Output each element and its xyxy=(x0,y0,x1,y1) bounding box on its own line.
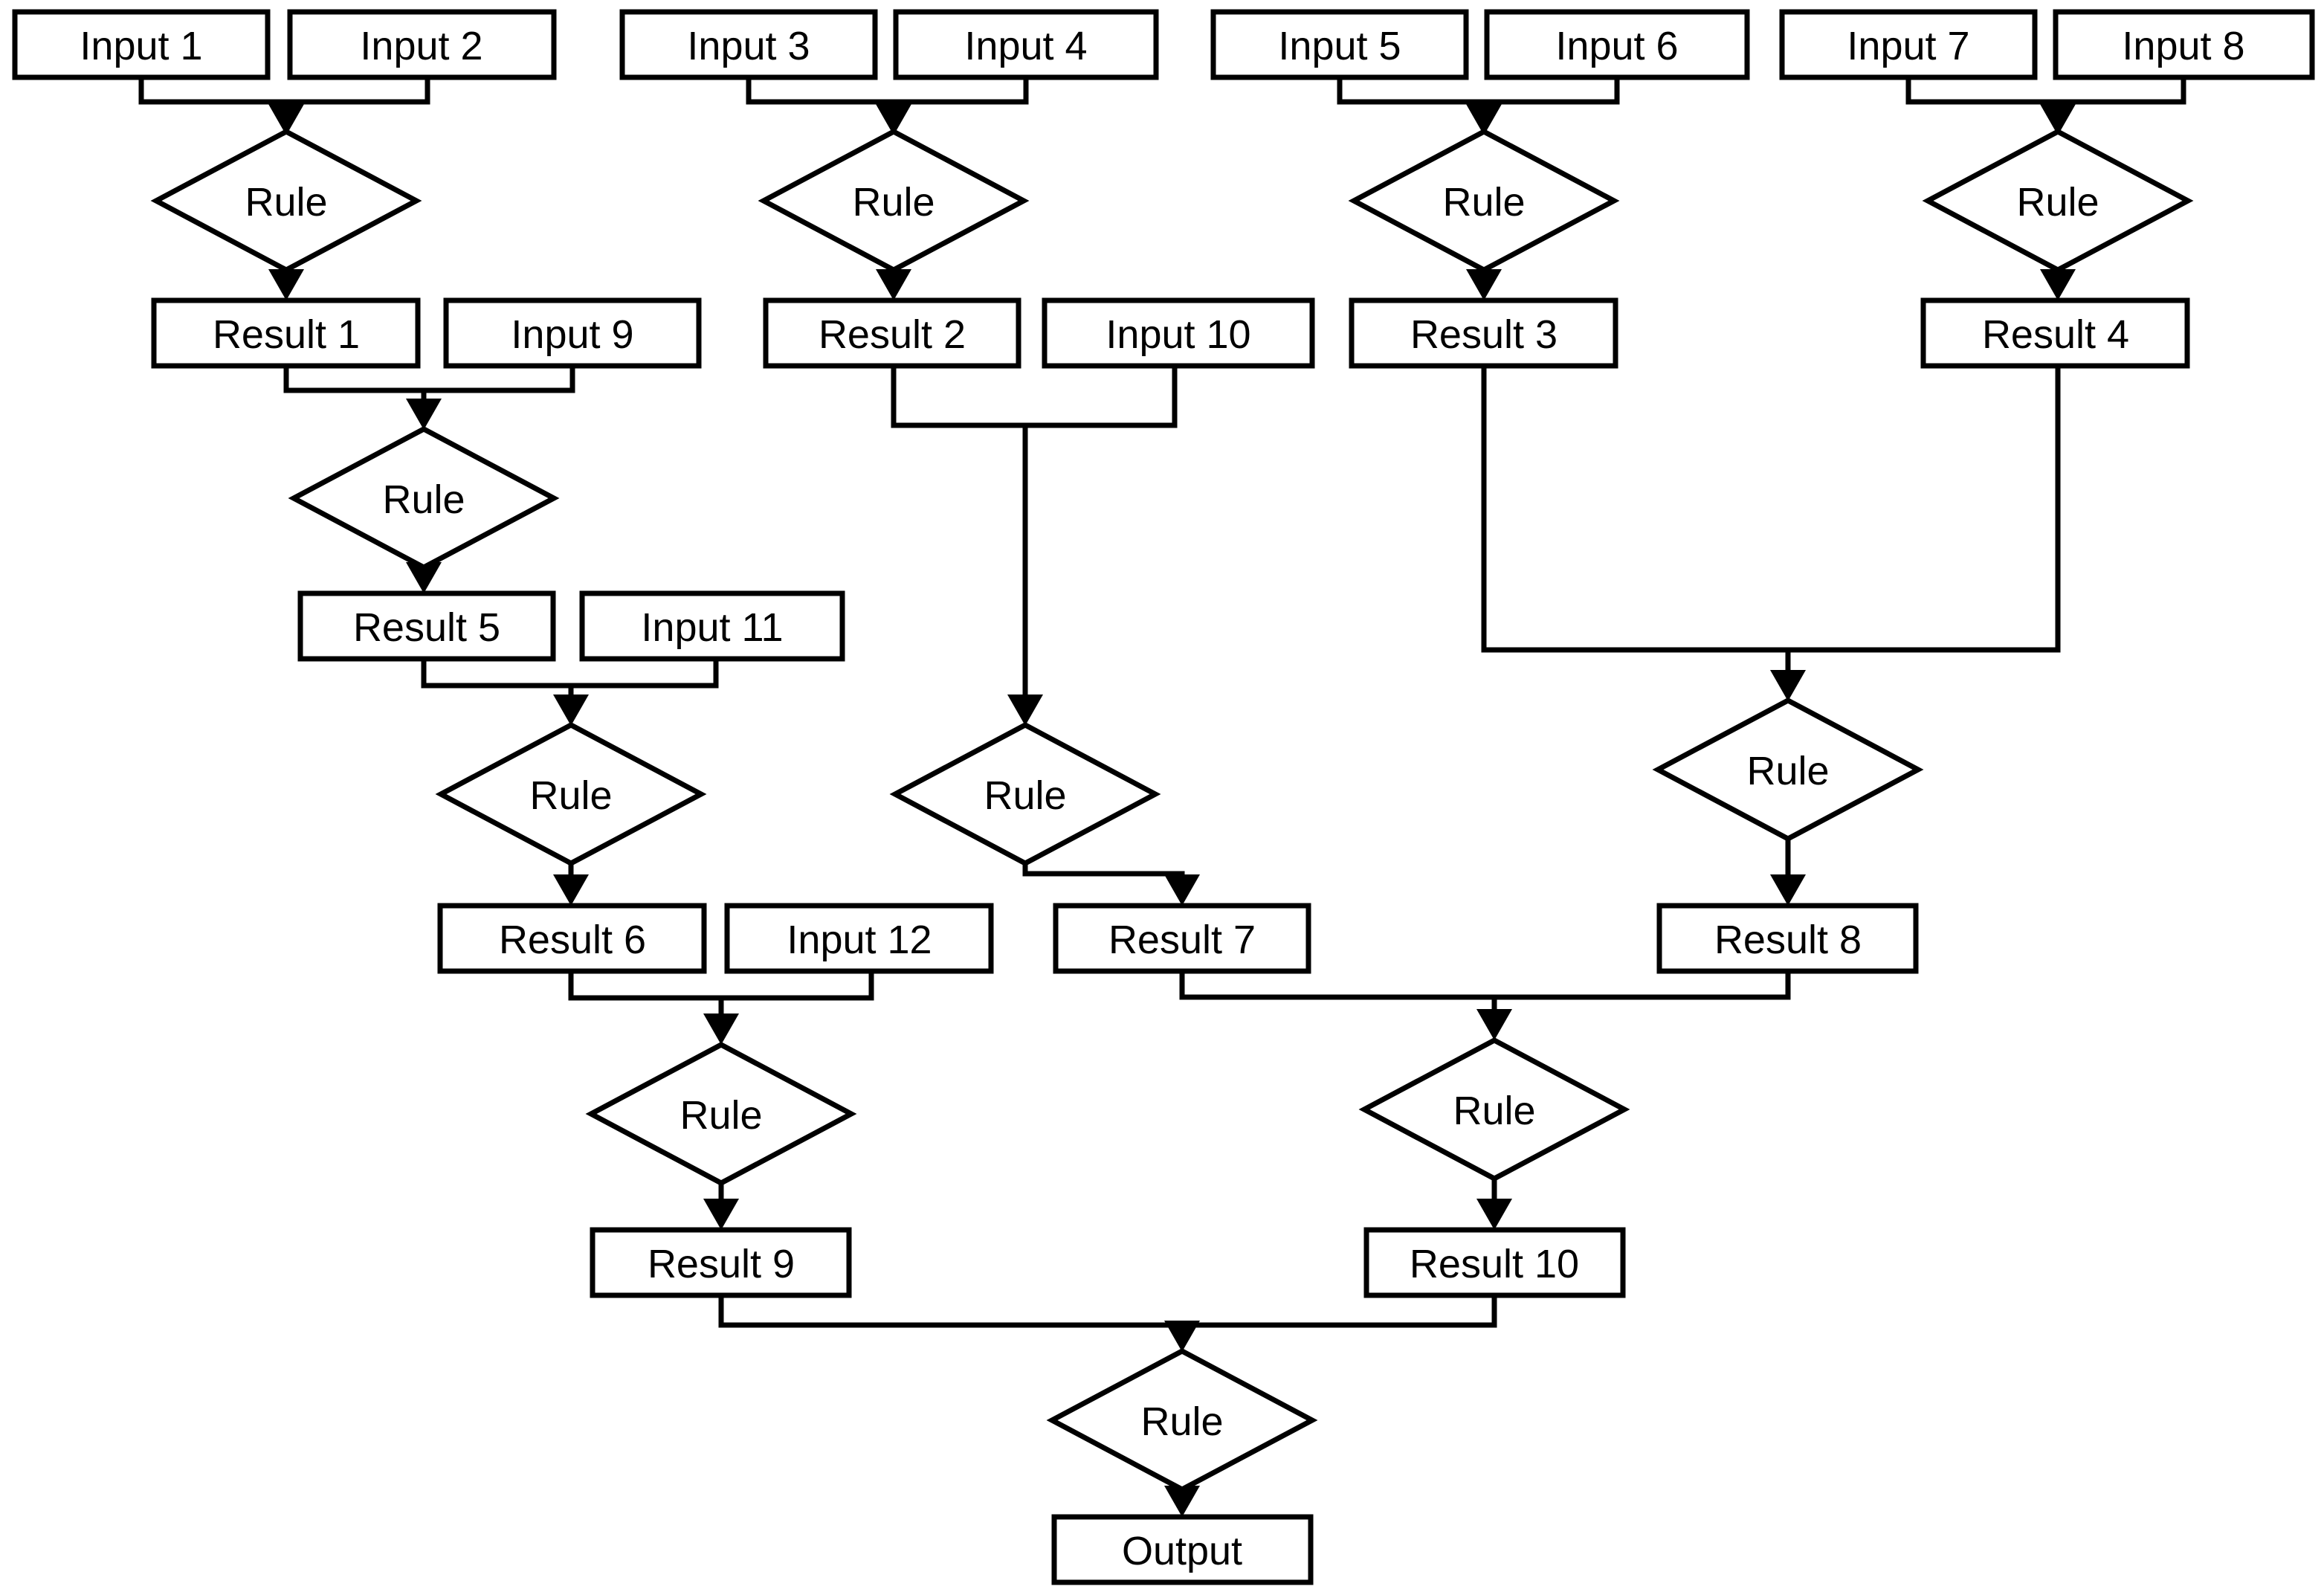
node-input3[interactable]: Input 3 xyxy=(619,9,878,80)
node-input11[interactable]: Input 11 xyxy=(579,590,845,662)
node-input1[interactable]: Input 1 xyxy=(12,9,271,80)
arrowhead-result5 xyxy=(406,562,442,593)
node-input10[interactable]: Input 10 xyxy=(1042,297,1315,369)
node-input7[interactable]: Input 7 xyxy=(1779,9,2038,80)
arrowhead-result2 xyxy=(876,269,911,300)
node-rule-e[interactable]: Rule xyxy=(288,426,560,570)
node-input9[interactable]: Input 9 xyxy=(443,297,702,369)
arrowhead-result9 xyxy=(703,1199,739,1230)
node-input12[interactable]: Input 12 xyxy=(724,903,994,974)
node-result8[interactable]: Result 8 xyxy=(1656,903,1919,974)
node-rule-a[interactable]: Rule xyxy=(150,129,422,273)
node-result3[interactable]: Result 3 xyxy=(1349,297,1618,369)
arrowhead-result4 xyxy=(2040,269,2076,300)
node-result7[interactable]: Result 7 xyxy=(1053,903,1311,974)
node-result9[interactable]: Result 9 xyxy=(590,1227,852,1298)
node-result4[interactable]: Result 4 xyxy=(1920,297,2190,369)
arrowhead-rule-e xyxy=(406,399,442,430)
arrowhead-result7 xyxy=(1164,874,1200,906)
arrowhead-result6 xyxy=(553,874,589,906)
arrowhead-rule-i xyxy=(703,1013,739,1045)
node-input2[interactable]: Input 2 xyxy=(287,9,557,80)
node-result6[interactable]: Result 6 xyxy=(437,903,707,974)
node-output[interactable]: Output xyxy=(1051,1514,1314,1585)
connector-result2-input10-to-rule-g xyxy=(891,366,1178,708)
connector-rule-g-to-result7 xyxy=(1022,863,1185,889)
arrowhead-rule-b xyxy=(876,104,911,135)
connector-result9-result10-to-rule-k xyxy=(718,1295,1497,1335)
node-rule-b[interactable]: Rule xyxy=(758,129,1030,273)
arrowhead-rule-k xyxy=(1164,1321,1200,1352)
node-rule-g[interactable]: Rule xyxy=(889,722,1161,866)
node-rule-h[interactable]: Rule xyxy=(1652,697,1924,842)
node-rule-c[interactable]: Rule xyxy=(1348,129,1620,273)
node-rule-j[interactable]: Rule xyxy=(1358,1037,1630,1182)
node-input5[interactable]: Input 5 xyxy=(1210,9,1469,80)
node-result5[interactable]: Result 5 xyxy=(297,590,556,662)
node-result1[interactable]: Result 1 xyxy=(151,297,421,369)
node-result2[interactable]: Result 2 xyxy=(763,297,1021,369)
arrowhead-result8 xyxy=(1770,874,1806,906)
arrowhead-rule-a xyxy=(268,104,304,135)
arrowhead-rule-f xyxy=(553,695,589,726)
node-rule-d[interactable]: Rule xyxy=(1922,129,2194,273)
node-rule-i[interactable]: Rule xyxy=(585,1042,857,1186)
connector-result3-result4-to-rule-h xyxy=(1481,366,2061,684)
arrowhead-rule-d xyxy=(2040,104,2076,135)
node-input4[interactable]: Input 4 xyxy=(893,9,1159,80)
node-result10[interactable]: Result 10 xyxy=(1363,1227,1626,1298)
node-input8[interactable]: Input 8 xyxy=(2053,9,2315,80)
arrowhead-result3 xyxy=(1466,269,1502,300)
arrowhead-rule-j xyxy=(1476,1009,1512,1040)
arrowhead-result1 xyxy=(268,269,304,300)
arrowhead-rule-h xyxy=(1770,670,1806,701)
connector-input7-input8-to-rule-d xyxy=(1905,77,2186,121)
node-input6[interactable]: Input 6 xyxy=(1484,9,1750,80)
arrowhead-result10 xyxy=(1476,1199,1512,1230)
node-rule-f[interactable]: Rule xyxy=(435,722,707,866)
arrowhead-rule-g xyxy=(1007,695,1043,726)
arrowhead-rule-c xyxy=(1466,104,1502,135)
connectors xyxy=(138,77,2186,1517)
arrowhead-output xyxy=(1164,1486,1200,1517)
nodes: Input 1 Input 2 Input 3 Input 4 Input 5 … xyxy=(12,9,2315,1585)
node-rule-k[interactable]: Rule xyxy=(1046,1348,1318,1492)
